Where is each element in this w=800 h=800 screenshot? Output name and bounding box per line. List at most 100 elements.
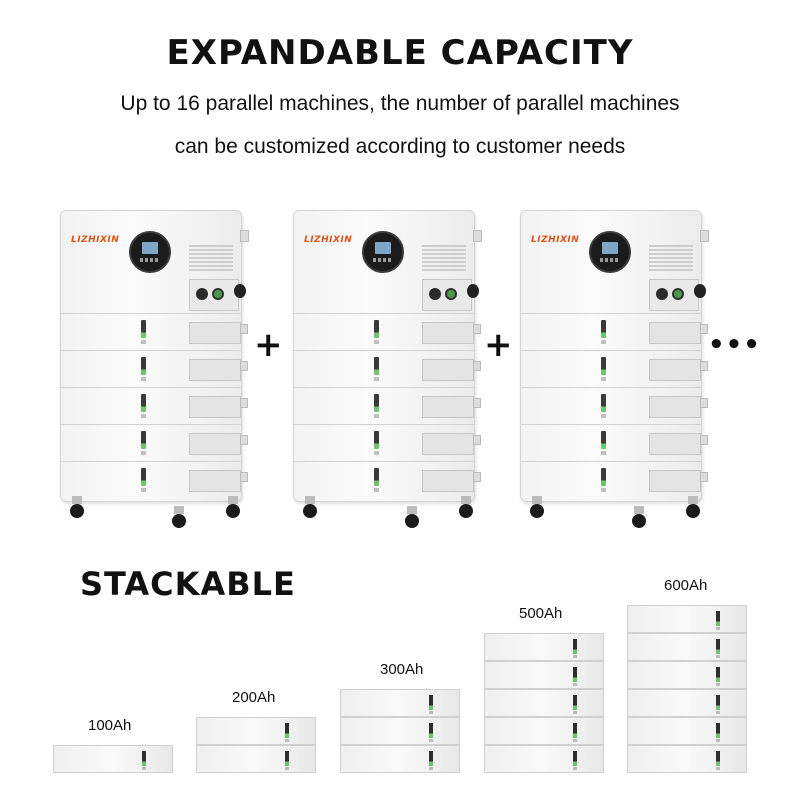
brand-logo: LIZHIXIN — [71, 235, 120, 245]
battery-module — [627, 717, 747, 745]
lcd-display-icon — [589, 231, 631, 273]
port-panel — [189, 279, 239, 311]
headline-stackable: STACKABLE — [80, 565, 296, 603]
battery-module — [61, 461, 241, 498]
status-indicator-icon — [601, 357, 606, 375]
status-indicator-icon — [285, 723, 289, 738]
switch-knob-icon — [234, 284, 246, 298]
module-handle — [422, 433, 474, 455]
cabinet-body: LIZHIXIN — [520, 210, 702, 502]
caster-wheel-icon — [172, 506, 186, 528]
vent-grille — [422, 243, 466, 271]
module-handle — [649, 470, 701, 492]
battery-module — [521, 313, 701, 350]
battery-module — [340, 689, 460, 717]
module-handle — [649, 322, 701, 344]
battery-stack — [627, 605, 747, 773]
battery-stack — [53, 745, 173, 773]
subtitle-line-2: can be customized according to customer … — [174, 135, 626, 158]
switch-knob-icon — [694, 284, 706, 298]
side-bracket — [473, 230, 482, 242]
inverter-head: LIZHIXIN — [61, 211, 241, 314]
status-indicator-icon — [716, 695, 720, 710]
status-indicator-icon — [374, 468, 379, 486]
status-indicator-icon — [429, 751, 433, 766]
inverter-head: LIZHIXIN — [521, 211, 701, 314]
status-indicator-icon — [601, 320, 606, 338]
port-panel — [649, 279, 699, 311]
caster-wheel-icon — [405, 506, 419, 528]
battery-module — [484, 717, 604, 745]
status-indicator-icon — [716, 667, 720, 682]
battery-module — [627, 605, 747, 633]
battery-module — [196, 745, 316, 773]
battery-module — [627, 633, 747, 661]
battery-module — [484, 633, 604, 661]
cabinet-body: LIZHIXIN — [293, 210, 475, 502]
module-handle — [189, 470, 241, 492]
battery-module — [340, 745, 460, 773]
capacity-label: 300Ah — [380, 661, 424, 678]
battery-module — [294, 313, 474, 350]
status-indicator-icon — [573, 751, 577, 766]
module-handle — [649, 396, 701, 418]
battery-module — [484, 689, 604, 717]
battery-cabinet: LIZHIXIN — [520, 210, 709, 528]
status-indicator-icon — [573, 639, 577, 654]
caster-wheel-icon — [632, 506, 646, 528]
lcd-display-icon — [362, 231, 404, 273]
plus-sign-2: + — [484, 325, 513, 365]
status-indicator-icon — [374, 357, 379, 375]
module-handle — [189, 359, 241, 381]
vent-grille — [189, 243, 233, 271]
battery-module — [294, 350, 474, 387]
switch-knob-icon — [467, 284, 479, 298]
status-indicator-icon — [716, 639, 720, 654]
battery-module — [521, 387, 701, 424]
module-handle — [189, 322, 241, 344]
battery-module — [484, 745, 604, 773]
module-handle — [422, 359, 474, 381]
status-indicator-icon — [573, 667, 577, 682]
battery-module — [294, 387, 474, 424]
battery-stack — [340, 689, 460, 773]
capacity-label: 600Ah — [664, 577, 708, 594]
status-indicator-icon — [141, 468, 146, 486]
status-indicator-icon — [429, 723, 433, 738]
status-indicator-icon — [285, 751, 289, 766]
battery-module — [627, 745, 747, 773]
status-indicator-icon — [573, 723, 577, 738]
headline-expandable-capacity: EXPANDABLE CAPACITY — [166, 33, 634, 73]
module-handle — [189, 433, 241, 455]
module-handle — [422, 396, 474, 418]
status-indicator-icon — [573, 695, 577, 710]
status-indicator-icon — [374, 320, 379, 338]
caster-wheel-icon — [459, 496, 473, 518]
battery-module — [521, 424, 701, 461]
module-handle — [422, 470, 474, 492]
status-indicator-icon — [716, 751, 720, 766]
status-indicator-icon — [142, 751, 146, 766]
inverter-head: LIZHIXIN — [294, 211, 474, 314]
status-indicator-icon — [141, 357, 146, 375]
module-handle — [649, 433, 701, 455]
status-indicator-icon — [601, 394, 606, 412]
brand-logo: LIZHIXIN — [304, 235, 353, 245]
battery-module — [521, 461, 701, 498]
caster-wheel-icon — [303, 496, 317, 518]
battery-module — [294, 424, 474, 461]
battery-module — [294, 461, 474, 498]
module-handle — [189, 396, 241, 418]
plus-sign-1: + — [254, 325, 283, 365]
module-handle — [422, 322, 474, 344]
battery-stack — [196, 717, 316, 773]
battery-module — [61, 350, 241, 387]
battery-module — [627, 689, 747, 717]
subtitle-line-1: Up to 16 parallel machines, the number o… — [120, 92, 680, 115]
more-ellipsis: ••• — [708, 330, 761, 360]
status-indicator-icon — [374, 431, 379, 449]
status-indicator-icon — [601, 468, 606, 486]
battery-module — [627, 661, 747, 689]
status-indicator-icon — [141, 431, 146, 449]
battery-module — [61, 424, 241, 461]
